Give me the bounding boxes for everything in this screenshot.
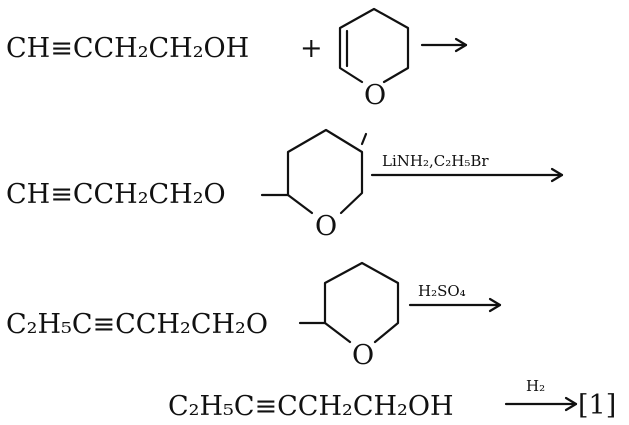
- arrow-2-reagent: LiNH₂,C₂H₅Br: [382, 152, 489, 170]
- thp-ring-2-bonds: [286, 128, 364, 215]
- thp-ring-3-oxygen: O: [352, 340, 374, 371]
- thp-ring-3-bonds: [323, 261, 400, 344]
- arrow-2: LiNH₂,C₂H₅Br: [370, 152, 564, 183]
- arrow-4-reagent: H₂: [526, 377, 545, 395]
- step-4-formula: C₂H₅C≡CCH₂CH₂OH: [168, 391, 454, 422]
- dihydropyran-bonds: [338, 7, 410, 84]
- step-2: CH≡CCH₂CH₂O O LiNH₂,C₂H₅Br: [6, 128, 564, 242]
- step-2-formula: CH≡CCH₂CH₂O: [6, 179, 226, 210]
- arrow-4: H₂: [504, 377, 578, 412]
- final-product-label: [1]: [578, 390, 616, 421]
- dihydropyran-ring: O: [338, 7, 410, 111]
- thp-ring-3: O: [323, 261, 400, 371]
- arrow-3-reagent: H₂SO₄: [418, 282, 466, 300]
- thp-ring-2: O: [286, 128, 368, 242]
- plus-sign: +: [300, 33, 323, 64]
- step-1-formula: CH≡CCH₂CH₂OH: [6, 33, 249, 64]
- step-3-formula: C₂H₅C≡CCH₂CH₂O: [6, 309, 268, 340]
- step-3: C₂H₅C≡CCH₂CH₂O O H₂SO₄: [6, 261, 502, 371]
- dihydropyran-oxygen: O: [364, 80, 386, 111]
- arrow-1: [420, 37, 468, 53]
- arrow-3: H₂SO₄: [408, 282, 502, 313]
- step-1: CH≡CCH₂CH₂OH + O: [6, 7, 468, 111]
- step-4: C₂H₅C≡CCH₂CH₂OH H₂ [1]: [168, 377, 616, 422]
- thp-ring-2-oxygen: O: [315, 211, 337, 242]
